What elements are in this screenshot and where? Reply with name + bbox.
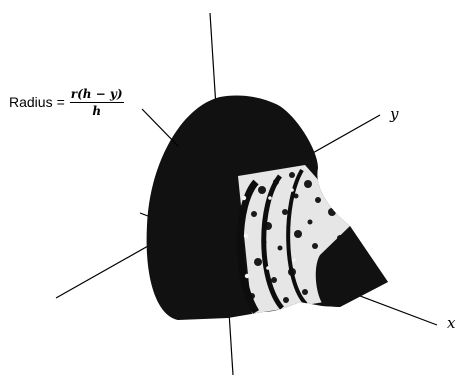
radius-fraction: r(h − y) h [69,86,124,118]
radius-word: Radius [9,94,53,110]
x-axis-label: x [447,314,456,332]
y-axis-label: y [390,105,399,123]
radius-leader-line [141,108,179,147]
fraction-numerator: r(h − y) [69,86,124,103]
radius-formula-label: Radius = r(h − y) h [9,82,124,122]
fraction-denominator: h [92,103,102,118]
equals-sign: = [56,94,65,110]
